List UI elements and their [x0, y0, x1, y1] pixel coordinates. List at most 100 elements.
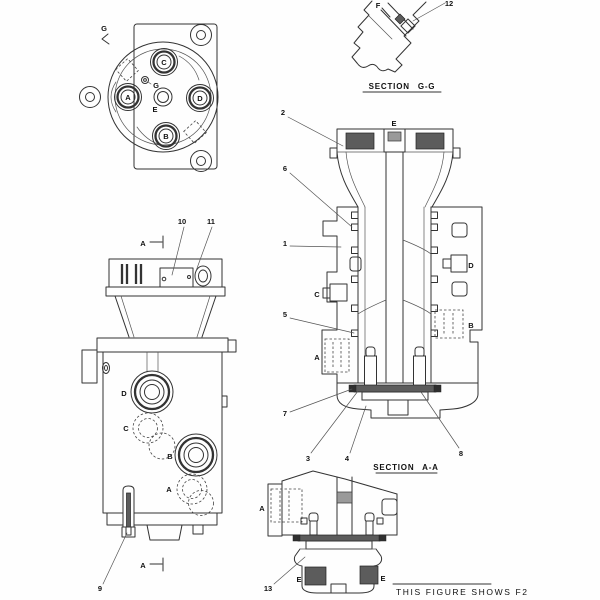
port-e-block-right [359, 565, 379, 585]
g-orifice [141, 76, 149, 84]
side-port-a-label: A [166, 485, 172, 494]
thrust-plate [297, 534, 381, 542]
bottom-foot [146, 524, 183, 541]
retainer-plate [305, 540, 373, 550]
callout-8: 8 [459, 449, 463, 458]
figure-footer: THIS FIGURE SHOWS F2 [392, 583, 529, 597]
flange-step [227, 339, 237, 353]
port-c-fitting-neck [322, 287, 331, 299]
bolt-hole [196, 156, 206, 166]
side-port-c: C [123, 412, 176, 460]
g-section-marker-label: G [101, 24, 107, 33]
port-c-fitting [329, 283, 348, 302]
aa-port-e-label: E [391, 119, 396, 128]
center-boss [387, 399, 409, 416]
flare-edge [120, 295, 135, 338]
bore-inner-line [368, 15, 393, 40]
cup-center-boss [330, 583, 347, 594]
drilling [402, 239, 432, 255]
dashed-port-a: A [314, 338, 350, 373]
web-contour [110, 81, 117, 113]
callout-4-leader [349, 405, 367, 454]
port-e-label: E [152, 105, 157, 114]
flare-edge [196, 295, 211, 338]
callout-12-leader [412, 2, 446, 22]
thrust-plate [353, 384, 437, 393]
callout-11-leader [195, 226, 213, 272]
g-orifice-leader [147, 81, 152, 85]
port-d: D [186, 84, 214, 112]
relief-notch [451, 281, 468, 297]
side-port-a: A [166, 473, 214, 516]
seal-ring [415, 132, 445, 150]
bolt-ear [190, 150, 212, 172]
port-a: A [114, 83, 142, 111]
callout-3: 3 [306, 454, 310, 463]
top-view: C A D B E G G [79, 23, 219, 172]
side-port-b: B [167, 433, 218, 477]
figure-note: THIS FIGURE SHOWS F2 [396, 587, 529, 597]
break-line [356, 62, 403, 73]
taper-wall-inner [345, 151, 366, 208]
mount-plate-outline [133, 23, 218, 170]
bolt-ear [79, 86, 101, 108]
callout-5-leader [289, 317, 355, 334]
port-e-block-left [304, 566, 327, 586]
callout-7-leader [289, 388, 353, 413]
callout-12: 12 [445, 0, 453, 8]
aa-port-b-label: B [468, 321, 474, 330]
port-d-fitting [450, 254, 468, 273]
f-leader [381, 7, 391, 18]
ear-bolt-hole [102, 362, 110, 374]
section-gg-view: F 12 SECTION G-G [351, 0, 453, 93]
callout-11: 11 [207, 217, 215, 226]
port-a-label: A [125, 93, 131, 102]
washer [292, 534, 301, 542]
f-label: F [376, 1, 381, 10]
plate-screw [161, 276, 167, 282]
callout-2: 2 [281, 108, 285, 117]
callout-6-leader [289, 172, 353, 228]
seal-grooves-right [430, 211, 438, 337]
callout-2-leader [287, 116, 344, 147]
callout-10: 10 [178, 217, 186, 226]
washer [378, 534, 387, 542]
bottom-flange [106, 512, 218, 526]
flange-outer-circle [107, 41, 219, 153]
section-aa-view: E [281, 108, 483, 474]
section-a-marker-top: A [140, 239, 146, 248]
port-b: B [152, 122, 180, 150]
housing-left-outline [321, 206, 359, 384]
casting-outline [395, 1, 427, 66]
callout-7: 7 [283, 409, 287, 418]
body-flange [96, 337, 229, 353]
plug-seal [394, 13, 406, 25]
washer-right [433, 384, 442, 393]
bolt-hole [196, 30, 206, 40]
top-block-lip [105, 286, 226, 297]
section-a-marker-bottom: A [140, 561, 146, 570]
port-e: E [152, 87, 173, 114]
plug-fitting [400, 18, 416, 34]
bottom-port-a-label: A [259, 504, 265, 513]
callout-13-leader [273, 556, 306, 585]
callout-1: 1 [283, 239, 287, 248]
port-c: C [150, 48, 178, 76]
seal-square [300, 517, 308, 525]
aa-port-c-label: C [314, 290, 320, 299]
port-d-label: D [197, 94, 203, 103]
bottom-port-e-right-label: E [380, 574, 385, 583]
flare-edge [201, 295, 217, 338]
retainer-bolt-right [413, 346, 426, 388]
housing-right-outline [430, 206, 483, 384]
g-section-marker-arrow [101, 33, 110, 45]
port-c-label: C [161, 58, 167, 67]
bolt-right [364, 512, 375, 536]
dashed-boss [115, 58, 139, 82]
port-a-dashed [270, 488, 303, 523]
bottom-port-e-left-label: E [296, 575, 301, 584]
drilling [402, 299, 432, 315]
bolt-left [308, 512, 319, 536]
